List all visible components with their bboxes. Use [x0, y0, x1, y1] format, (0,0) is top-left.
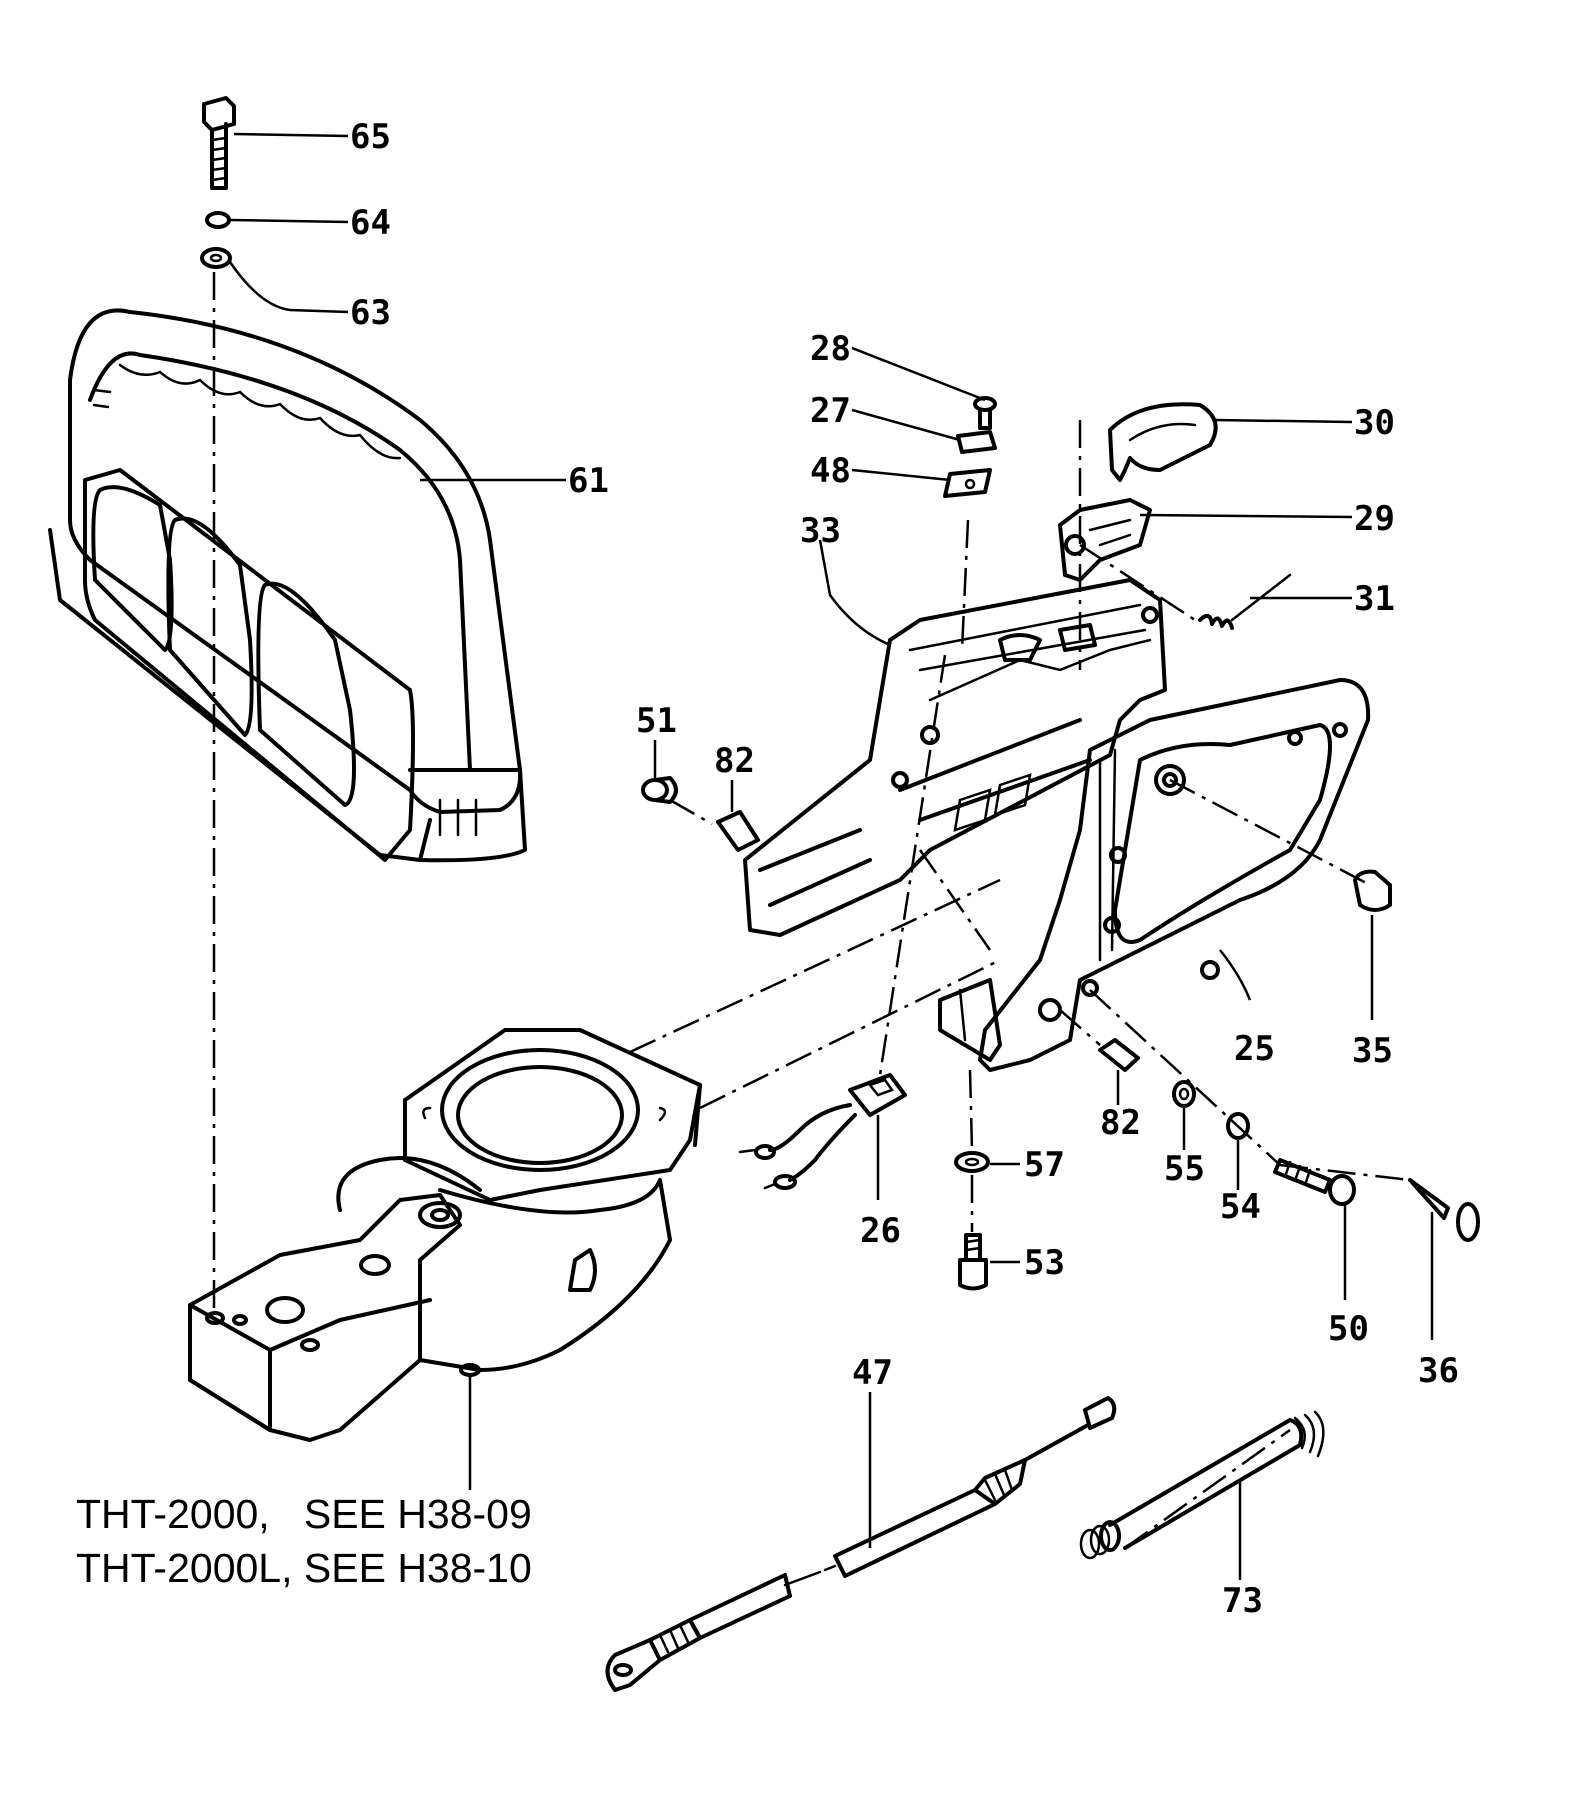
part-53-stud	[958, 1233, 988, 1291]
callout-31: 31	[1354, 579, 1395, 619]
gear-case	[188, 1028, 702, 1442]
model-reference-note-1: THT-2000, SEE H38-09	[76, 1491, 532, 1537]
callout-51: 51	[636, 701, 677, 741]
callout-28: 28	[810, 329, 851, 369]
part-54-lock-washer	[1226, 1112, 1250, 1140]
model-reference-note-2: THT-2000L, SEE H38-10	[76, 1545, 532, 1591]
callout-30: 30	[1354, 403, 1395, 443]
part-48-plate	[943, 468, 992, 498]
part-33-handle-left-half	[743, 578, 1167, 937]
part-29-trigger	[1058, 498, 1152, 582]
part-31-spring	[1198, 573, 1292, 630]
part-82-pin-upper	[716, 810, 760, 852]
part-82-pin-lower	[1098, 1038, 1140, 1072]
part-55-washer	[1172, 1080, 1196, 1108]
part-47-throttle-cable	[605, 1396, 1117, 1692]
callout-82-lower: 82	[1100, 1103, 1141, 1143]
part-27-clip	[956, 430, 997, 454]
callout-73: 73	[1222, 1581, 1263, 1621]
callout-61: 61	[568, 461, 609, 501]
callout-35: 35	[1352, 1031, 1393, 1071]
callout-36: 36	[1418, 1351, 1459, 1391]
part-73-protective-tube	[1079, 1410, 1325, 1560]
callout-48: 48	[810, 451, 851, 491]
part-64-lock-washer	[205, 211, 231, 229]
part-36-self-tapping-screw	[1408, 1178, 1480, 1242]
callout-33: 33	[800, 511, 841, 551]
part-65-bolt	[202, 96, 236, 190]
callout-50: 50	[1328, 1309, 1369, 1349]
part-63-washer	[200, 247, 232, 269]
part-30-throttle-lever	[1108, 402, 1218, 482]
callout-65: 65	[350, 117, 391, 157]
callout-63: 63	[350, 293, 391, 333]
callout-25: 25	[1234, 1029, 1275, 1069]
callout-57: 57	[1024, 1145, 1065, 1185]
part-25-handle-right-half	[938, 678, 1371, 1072]
callout-55: 55	[1164, 1149, 1205, 1189]
callout-47: 47	[852, 1353, 893, 1393]
part-50-screw	[1273, 1158, 1356, 1206]
part-35-cap	[1353, 869, 1392, 912]
callout-29: 29	[1354, 499, 1395, 539]
callout-53: 53	[1024, 1243, 1065, 1283]
part-26-stop-switch	[738, 1073, 907, 1190]
part-51-bushing	[641, 776, 678, 804]
callout-82-upper: 82	[714, 741, 755, 781]
part-28-screw	[973, 396, 997, 430]
callout-26: 26	[860, 1211, 901, 1251]
part-61-front-handle	[48, 308, 527, 863]
part-57-washer	[954, 1151, 990, 1173]
callout-54: 54	[1220, 1187, 1261, 1227]
callout-64: 64	[350, 203, 391, 243]
callout-27: 27	[810, 391, 851, 431]
